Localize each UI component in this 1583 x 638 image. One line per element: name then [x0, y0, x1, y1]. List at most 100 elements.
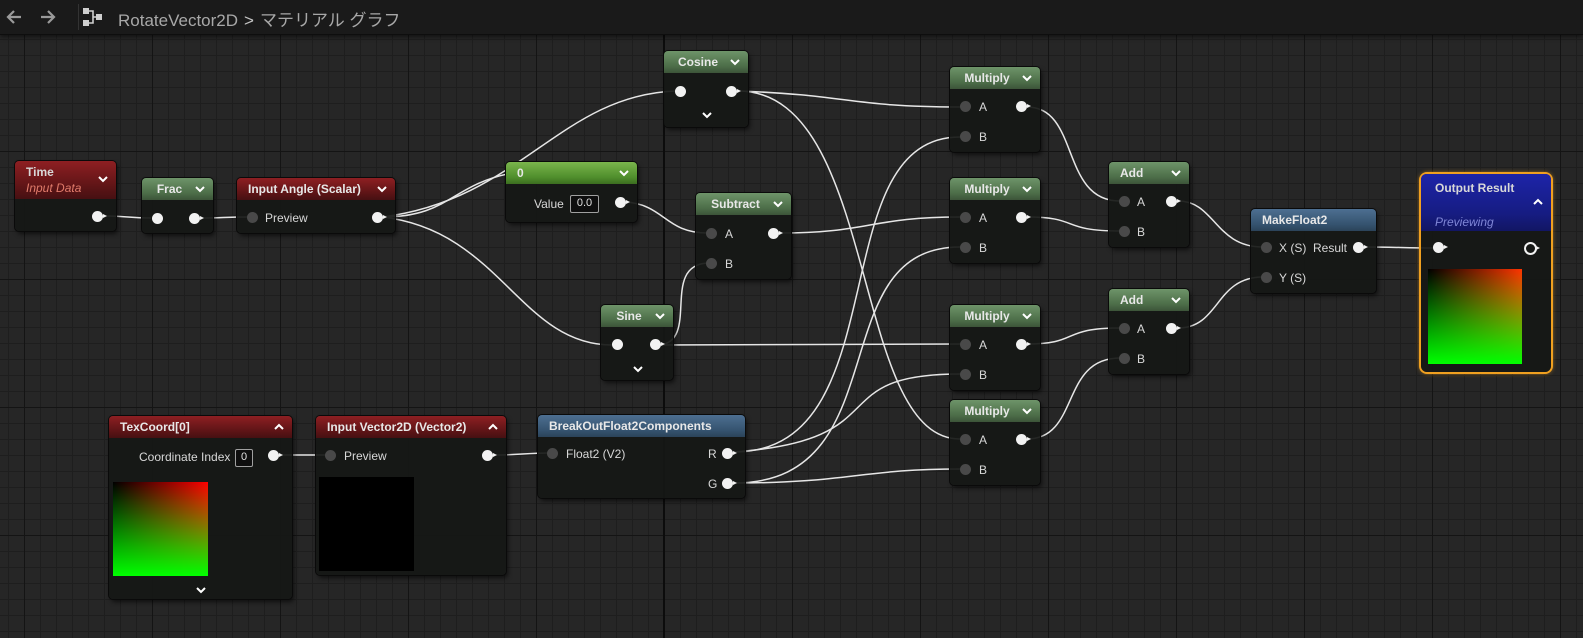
chevron-down-icon[interactable] — [1021, 310, 1033, 322]
node-add-2[interactable]: Add A B — [1109, 289, 1189, 374]
node-multiply-3[interactable]: Multiply A B — [950, 305, 1040, 390]
output-pin[interactable] — [1016, 212, 1031, 223]
chevron-down-icon[interactable] — [1021, 405, 1033, 417]
breadcrumb-separator: > — [244, 11, 254, 30]
preview-input-pin[interactable] — [247, 212, 258, 223]
output-pin[interactable] — [1016, 339, 1031, 350]
input-pin-a[interactable] — [1119, 196, 1130, 207]
node-make-float2[interactable]: MakeFloat2 X (S) Result Y (S) — [1251, 209, 1376, 293]
chevron-down-icon[interactable] — [1021, 183, 1033, 195]
input-pin-a[interactable] — [706, 228, 717, 239]
breadcrumb-graph[interactable]: マテリアル グラフ — [259, 11, 401, 30]
node-input-angle[interactable]: Input Angle (Scalar) Preview — [237, 178, 395, 233]
value-label: Value — [534, 197, 564, 211]
expand-chevron-icon[interactable] — [632, 365, 644, 375]
node-title: MakeFloat2 — [1262, 213, 1328, 227]
chevron-up-icon[interactable] — [273, 421, 285, 433]
expand-chevron-icon[interactable] — [701, 111, 713, 121]
output-pin[interactable] — [726, 86, 741, 97]
node-time[interactable]: Time Input Data — [15, 161, 116, 231]
chevron-up-icon[interactable] — [1532, 196, 1544, 208]
node-texcoord[interactable]: TexCoord[0] Coordinate Index 0 — [109, 416, 292, 599]
wire-mul2-add1 — [1026, 216, 1121, 232]
chevron-down-icon[interactable] — [729, 56, 741, 68]
chevron-down-icon[interactable] — [618, 167, 630, 179]
chevron-down-icon[interactable] — [1170, 167, 1182, 179]
node-frac[interactable]: Frac — [142, 178, 213, 233]
value-field[interactable]: 0.0 — [570, 195, 599, 213]
output-pin[interactable] — [1166, 323, 1181, 334]
output-pin[interactable] — [92, 211, 107, 222]
input-pin[interactable] — [675, 86, 686, 97]
input-pin-b[interactable] — [960, 369, 971, 380]
output-pin[interactable] — [650, 339, 665, 350]
output-pin[interactable] — [372, 212, 387, 223]
pin-label: Y (S) — [1279, 271, 1307, 285]
node-sine[interactable]: Sine — [601, 305, 673, 380]
pin-label: B — [1137, 225, 1146, 239]
node-cosine[interactable]: Cosine — [664, 51, 748, 127]
output-pin[interactable] — [1353, 242, 1368, 253]
output-pin[interactable] — [1524, 242, 1540, 255]
output-pin[interactable] — [1016, 434, 1031, 445]
input-pin[interactable] — [152, 213, 163, 224]
output-pin[interactable] — [768, 228, 783, 239]
node-header: Add — [1109, 162, 1189, 184]
input-pin-b[interactable] — [960, 464, 971, 475]
pin-label: Result — [1313, 241, 1348, 255]
output-pin[interactable] — [189, 213, 204, 224]
input-pin-y[interactable] — [1261, 272, 1272, 283]
pin-label: A — [979, 211, 988, 225]
input-pin[interactable] — [612, 339, 623, 350]
input-pin-b[interactable] — [1119, 226, 1130, 237]
input-pin[interactable] — [1433, 242, 1448, 253]
input-pin-b[interactable] — [706, 258, 717, 269]
arrow-right-icon[interactable] — [38, 5, 58, 29]
input-pin-a[interactable] — [960, 212, 971, 223]
node-multiply-4[interactable]: Multiply A B — [950, 400, 1040, 485]
output-pin-g[interactable] — [722, 478, 737, 489]
node-multiply-1[interactable]: Multiply A B — [950, 67, 1040, 152]
node-input-vector2d[interactable]: Input Vector2D (Vector2) Preview — [316, 416, 506, 575]
wire-g-mul2b — [733, 246, 961, 484]
input-pin-b[interactable] — [960, 131, 971, 142]
expand-chevron-icon[interactable] — [195, 586, 207, 596]
input-pin-a[interactable] — [960, 434, 971, 445]
chevron-down-icon[interactable] — [194, 183, 206, 195]
output-pin-r[interactable] — [722, 448, 737, 459]
input-pin-a[interactable] — [1119, 323, 1130, 334]
coordinate-index-field[interactable]: 0 — [235, 449, 253, 467]
node-subtract[interactable]: Subtract A B — [696, 193, 791, 279]
input-pin-a[interactable] — [960, 339, 971, 350]
chevron-down-icon[interactable] — [654, 310, 666, 322]
input-pin-b[interactable] — [1119, 353, 1130, 364]
output-pin[interactable] — [615, 197, 630, 208]
chevron-down-icon[interactable] — [97, 173, 109, 185]
output-pin[interactable] — [1166, 196, 1181, 207]
chevron-down-icon[interactable] — [1170, 294, 1182, 306]
input-pin-b[interactable] — [960, 242, 971, 253]
arrow-left-icon[interactable] — [4, 5, 24, 29]
node-title: TexCoord[0] — [120, 420, 190, 434]
pin-label: A — [725, 227, 734, 241]
output-pin[interactable] — [1016, 101, 1031, 112]
pin-label: B — [979, 368, 988, 382]
input-pin[interactable] — [547, 448, 558, 459]
chevron-down-icon[interactable] — [772, 198, 784, 210]
chevron-up-icon[interactable] — [487, 421, 499, 433]
node-breakout-float2[interactable]: BreakOutFloat2Components Float2 (V2) R G — [538, 415, 745, 498]
input-pin-x[interactable] — [1261, 242, 1272, 253]
node-add-1[interactable]: Add A B — [1109, 162, 1189, 247]
input-pin-a[interactable] — [960, 101, 971, 112]
output-pin[interactable] — [268, 450, 283, 461]
output-pin[interactable] — [482, 450, 497, 461]
node-multiply-2[interactable]: Multiply A B — [950, 178, 1040, 263]
node-output-result[interactable]: Output Result Previewing — [1421, 174, 1551, 372]
chevron-down-icon[interactable] — [1021, 72, 1033, 84]
node-header: Input Vector2D (Vector2) — [316, 416, 506, 438]
node-constant[interactable]: 0 Value 0.0 — [506, 162, 637, 222]
preview-input-pin[interactable] — [325, 450, 336, 461]
chevron-down-icon[interactable] — [376, 183, 388, 195]
breadcrumb-asset[interactable]: RotateVector2D — [118, 11, 239, 30]
pin-label: Preview — [265, 211, 308, 225]
